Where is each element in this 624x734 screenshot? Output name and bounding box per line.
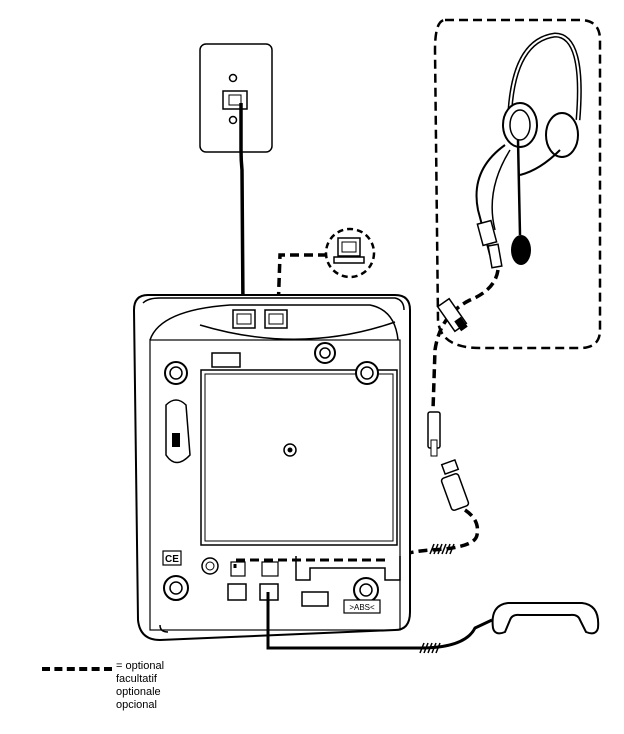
phone-base [132,294,411,642]
headset-cord-internal [233,558,385,568]
wall-jack [199,43,273,153]
abs-mark: >ABS< [349,603,375,612]
legend: = optional facultatif optionale opcional [42,660,242,724]
ce-mark: CE [165,554,179,565]
handset-cord-coil [419,642,441,654]
optional-pc-cord [276,253,327,313]
headset-cord-coil [429,543,455,555]
handset [491,602,600,635]
legend-text: = optional facultatif optionale opcional [116,660,164,712]
legend-dashed-line [42,667,112,671]
legend-item: facultatif [116,673,157,685]
headset-cord-optional [431,269,500,411]
headset-adapter [436,297,468,333]
legend-item: opcional [116,699,157,711]
line-cord [239,103,245,311]
legend-item: optionale [116,686,161,698]
quick-disconnect-plug-bottom [440,458,470,511]
headset [475,32,582,269]
quick-disconnect-plug-top [427,411,441,457]
legend-item: = optional [116,660,165,672]
headset-optional-region [433,18,602,350]
computer-optional [324,227,376,279]
handset-cord [266,592,493,650]
